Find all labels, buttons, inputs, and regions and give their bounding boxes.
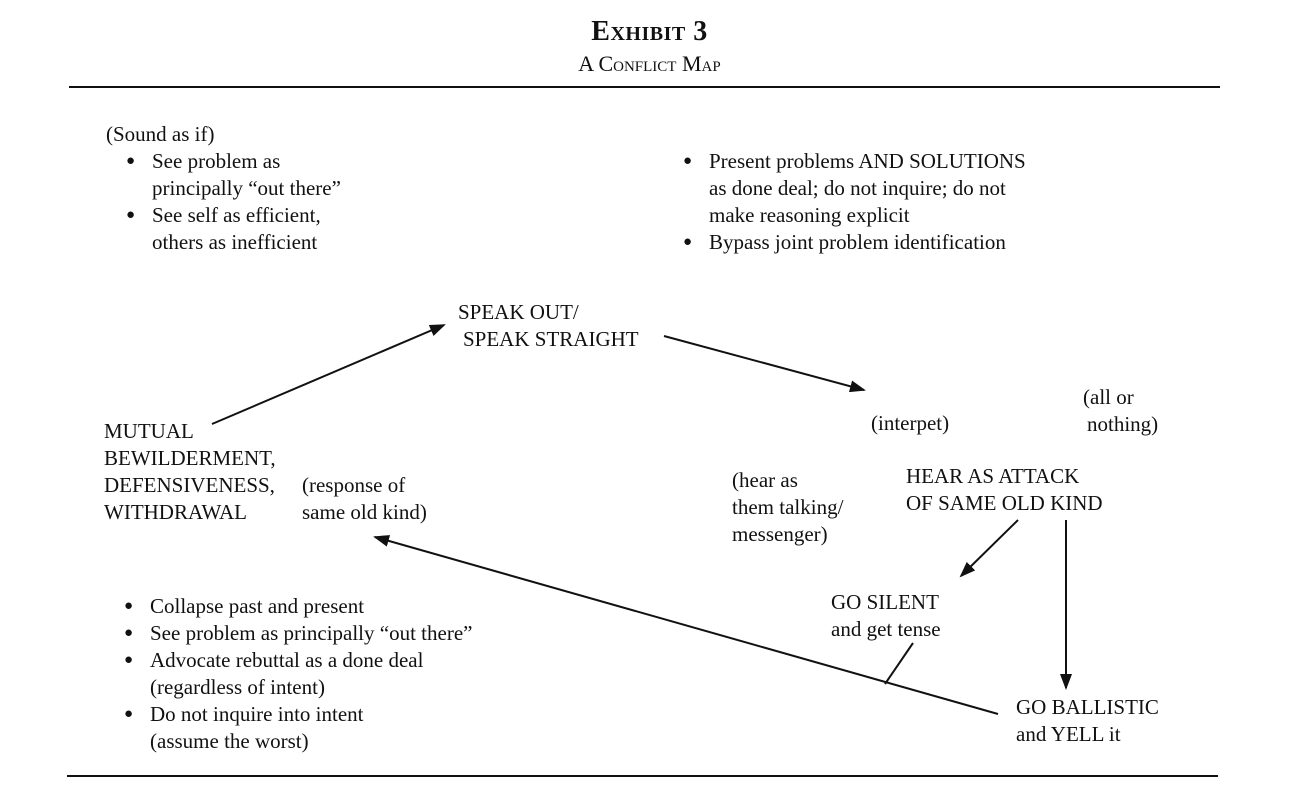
- node-line: same old kind): [302, 500, 427, 524]
- node-line: WITHDRAWAL: [104, 500, 247, 524]
- bullet-line: See problem as principally “out there”: [150, 621, 473, 645]
- top-right-bullet-list: Present problems AND SOLUTIONS as done d…: [683, 148, 1026, 256]
- node-all-or-nothing: (all or nothing): [1083, 384, 1158, 438]
- bullet-item: See problem as principally “out there”: [124, 620, 472, 647]
- node-line: nothing): [1087, 412, 1159, 436]
- bullet-line: others as inefficient: [152, 230, 318, 254]
- bullet-line: principally “out there”: [152, 176, 341, 200]
- node-line: GO SILENT: [831, 590, 939, 614]
- node-hear-as-attack: HEAR AS ATTACK OF SAME OLD KIND: [906, 463, 1103, 517]
- bullet-line: Present problems AND SOLUTIONS: [709, 149, 1026, 173]
- node-line: BEWILDERMENT,: [104, 446, 276, 470]
- node-response-same-old-kind: (response of same old kind): [302, 472, 427, 526]
- bullet-line: make reasoning explicit: [709, 203, 910, 227]
- bullet-line: Do not inquire into intent: [150, 702, 364, 726]
- node-line: (hear as: [732, 468, 798, 492]
- node-line: MUTUAL: [104, 419, 194, 443]
- bullet-line: (regardless of intent): [150, 675, 325, 699]
- top-rule: [69, 86, 1220, 88]
- node-line: them talking/: [732, 495, 844, 519]
- bullet-line: See self as efficient,: [152, 203, 321, 227]
- bullet-line: See problem as: [152, 149, 281, 173]
- node-line: HEAR AS ATTACK: [906, 464, 1080, 488]
- bullet-item: Bypass joint problem identification: [683, 229, 1026, 256]
- node-line: SPEAK OUT/: [458, 300, 579, 324]
- arrow-mutual-to-speak: [211, 324, 446, 425]
- node-line: (all or: [1083, 385, 1134, 409]
- bullet-item: Do not inquire into intent (assume the w…: [124, 701, 472, 755]
- bullet-line: (assume the worst): [150, 729, 309, 753]
- bullet-item: Present problems AND SOLUTIONS as done d…: [683, 148, 1026, 229]
- arrow-speak-to-interpret: [663, 335, 866, 393]
- node-line: DEFENSIVENESS,: [104, 473, 275, 497]
- bullet-line: Collapse past and present: [150, 594, 365, 618]
- bullet-line: as done deal; do not inquire; do not: [709, 176, 1006, 200]
- node-hear-as-messenger: (hear as them talking/ messenger): [732, 467, 843, 548]
- node-line: messenger): [732, 522, 828, 546]
- bullet-item: See problem as principally “out there”: [126, 148, 341, 202]
- bullet-line: Bypass joint problem identification: [709, 230, 1006, 254]
- connector-silent-to-arrow: [884, 642, 914, 685]
- bottom-rule: [67, 775, 1218, 777]
- node-line: (response of: [302, 473, 406, 497]
- top-left-bullet-list: See problem as principally “out there” S…: [126, 148, 341, 256]
- sound-as-if-label: (Sound as if): [106, 122, 215, 146]
- node-speak-out: SPEAK OUT/ SPEAK STRAIGHT: [458, 299, 639, 353]
- bullet-item: Collapse past and present: [124, 593, 472, 620]
- exhibit-title: Exhibit 3: [591, 16, 708, 47]
- node-line: GO BALLISTIC: [1016, 695, 1159, 719]
- node-line: and YELL it: [1016, 722, 1121, 746]
- node-go-silent: GO SILENT and get tense: [831, 589, 941, 643]
- arrow-attack-to-silent: [959, 519, 1019, 578]
- bottom-left-bullet-list: Collapse past and present See problem as…: [124, 593, 472, 755]
- node-go-ballistic: GO BALLISTIC and YELL it: [1016, 694, 1159, 748]
- exhibit-subtitle: A Conflict Map: [578, 51, 721, 76]
- bullet-item: See self as efficient, others as ineffic…: [126, 202, 341, 256]
- arrow-ballistic-to-response: [373, 535, 999, 715]
- node-mutual-bewilderment: MUTUAL BEWILDERMENT, DEFENSIVENESS, WITH…: [104, 418, 276, 526]
- node-line: and get tense: [831, 617, 941, 641]
- bullet-item: Advocate rebuttal as a done deal (regard…: [124, 647, 472, 701]
- node-line: OF SAME OLD KIND: [906, 491, 1103, 515]
- bullet-line: Advocate rebuttal as a done deal: [150, 648, 424, 672]
- node-interpret: (interpet): [871, 411, 950, 435]
- node-line: SPEAK STRAIGHT: [463, 327, 639, 351]
